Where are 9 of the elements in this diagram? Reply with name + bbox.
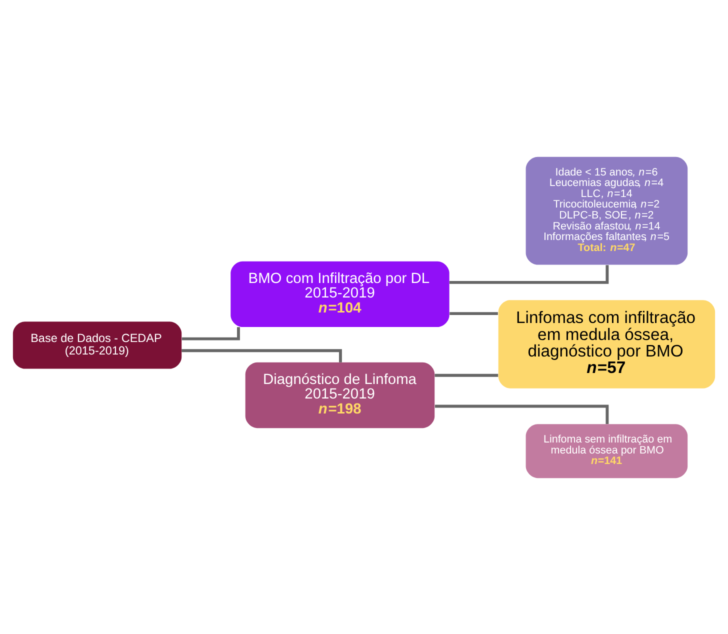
connector	[182, 348, 342, 362]
node-box: Diagnóstico de Linfoma 2015-2019 n=198	[245, 362, 435, 428]
connector	[434, 373, 498, 376]
node-box: Base de Dados - CEDAP (2015-2019)	[12, 321, 182, 368]
node-box: Linfoma sem infiltração em medula óssea por BMO n=141	[526, 424, 688, 478]
connector	[450, 312, 498, 315]
connector	[182, 326, 240, 340]
node-box: BMO com Infiltração por DL 2015-2019 n=104	[230, 260, 450, 327]
node-box: Linfomas com infiltração em medula óssea, diagnóstico por BMO n=57	[498, 300, 716, 388]
